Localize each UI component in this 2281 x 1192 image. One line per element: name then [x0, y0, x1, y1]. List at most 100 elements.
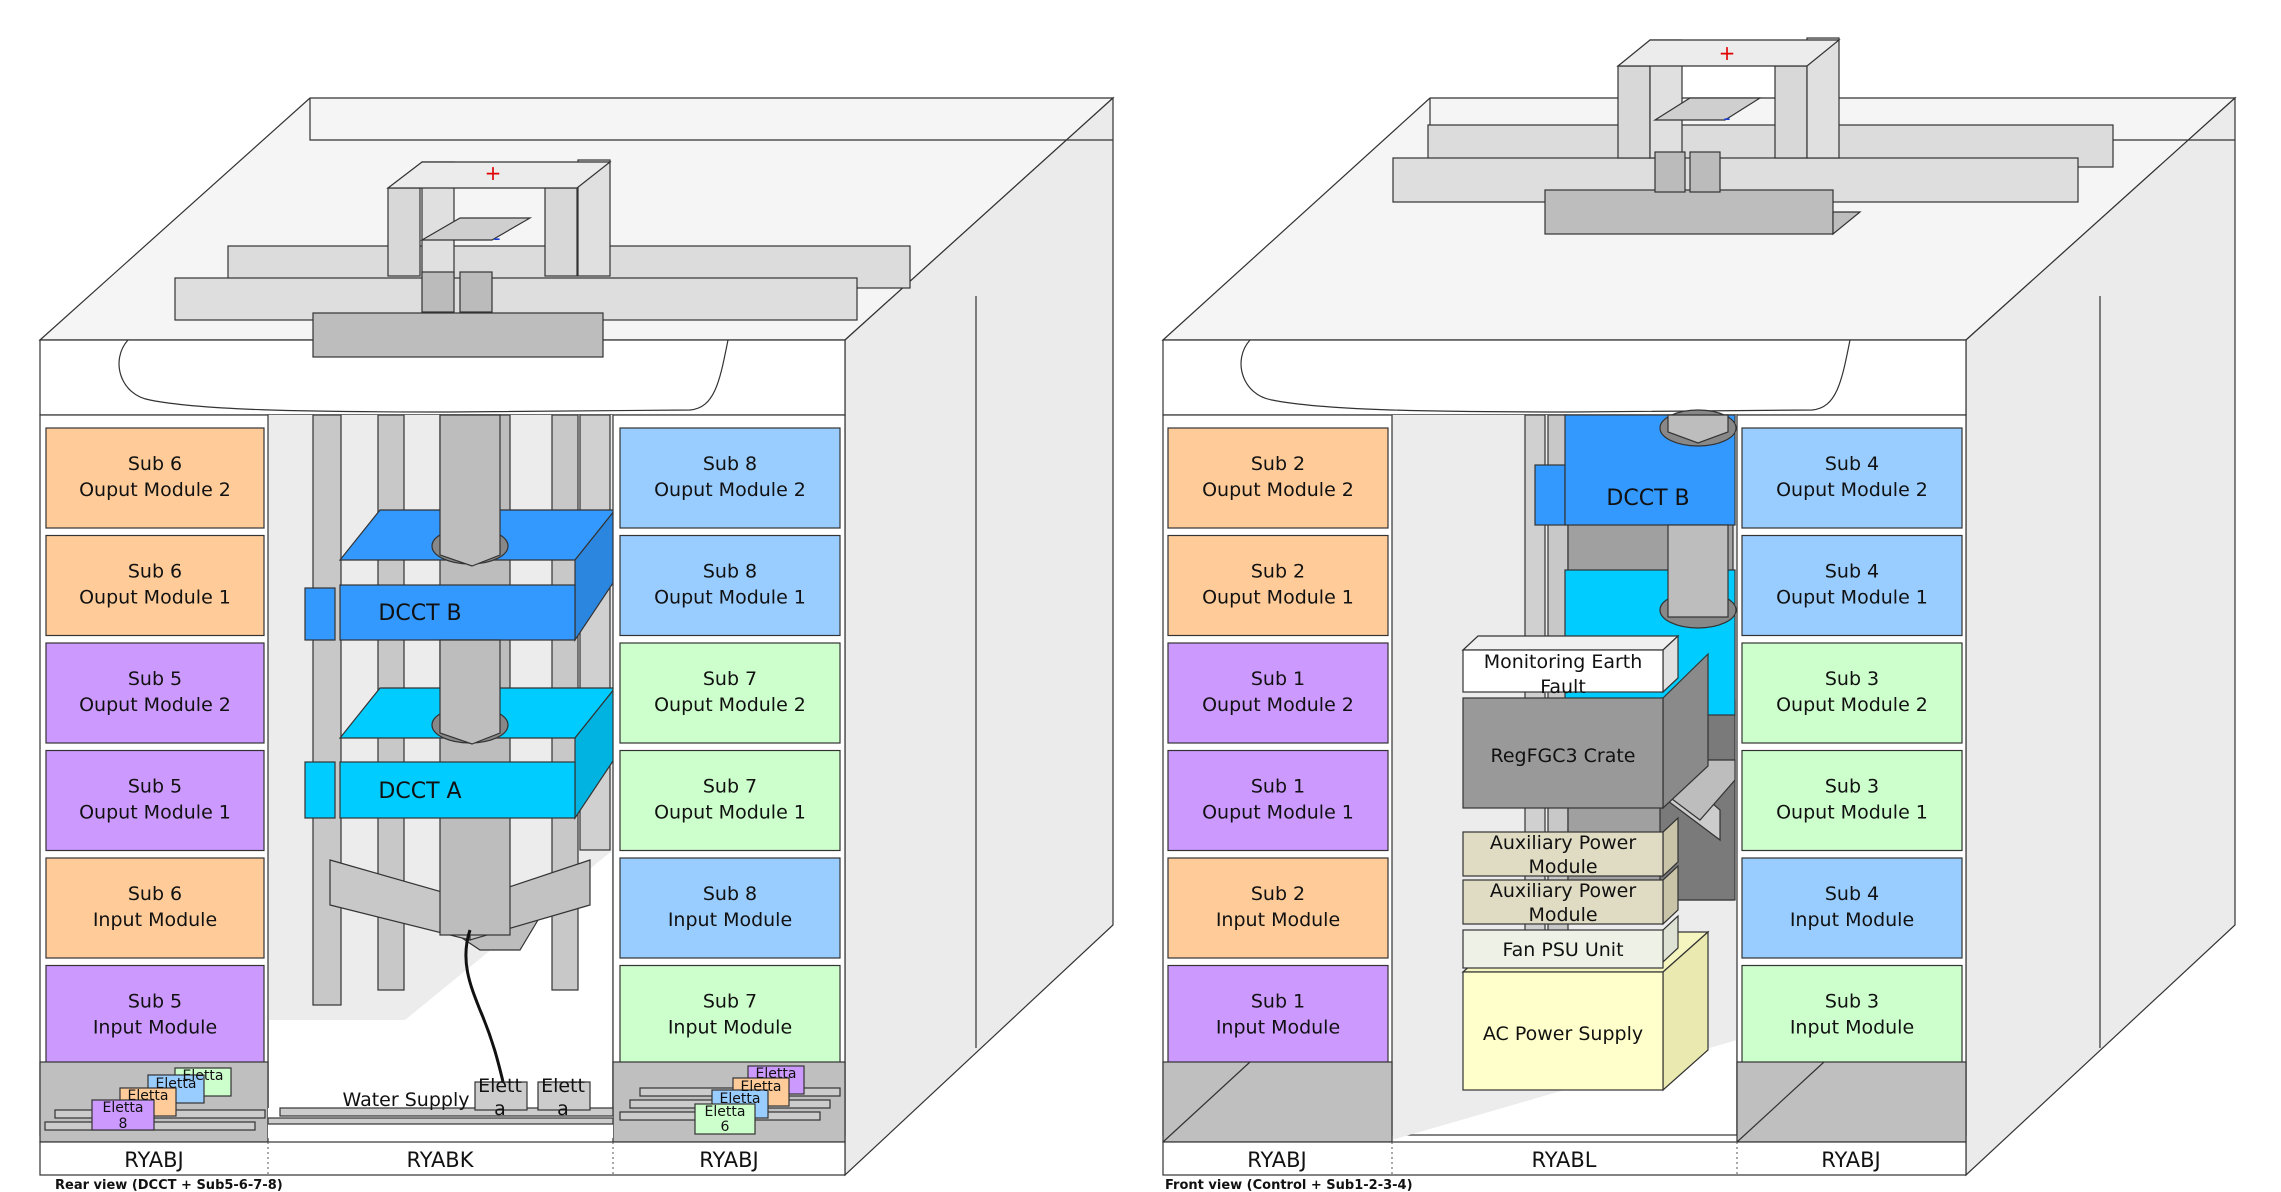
rear-right-module-1	[619, 427, 841, 529]
rear-eletta-right-2: Eletta	[741, 1079, 782, 1095]
rear-rack-label-center: RYABK	[407, 1148, 475, 1172]
rear-left-module-4	[45, 749, 265, 852]
front-right-module-5	[1741, 857, 1963, 959]
front-left-module-3-sub: Sub 1	[1251, 668, 1305, 690]
rear-right-module-6	[619, 964, 841, 1067]
front-fan-psu	[1462, 929, 1664, 969]
front-right-module-6-sub: Sub 3	[1825, 991, 1879, 1013]
rear-eletta-right-3: Eletta	[720, 1091, 761, 1107]
front-right-module-4	[1741, 749, 1963, 852]
rear-eletta-center-1: Elett	[478, 1075, 522, 1097]
rear-left-module-4-name: Ouput Module 1	[79, 802, 231, 824]
front-left-module-1	[1167, 427, 1389, 529]
front-aux-power-1	[1462, 831, 1664, 877]
front-left-module-4	[1167, 749, 1389, 852]
front-right-module-5-sub: Sub 4	[1825, 883, 1879, 905]
front-right-module-6-name: Input Module	[1790, 1017, 1914, 1039]
front-left-module-4-sub: Sub 1	[1251, 776, 1305, 798]
front-right-module-2	[1741, 534, 1963, 637]
front-monitor-line1: Monitoring Earth	[1484, 651, 1643, 673]
front-view: + - DCCT B AC Power Supply	[1161, 37, 2237, 1192]
rear-left-module-5-name: Input Module	[93, 909, 217, 931]
rear-right-module-4-sub: Sub 7	[703, 776, 757, 798]
front-left-module-3	[1167, 642, 1389, 744]
front-right-module-2-sub: Sub 4	[1825, 561, 1879, 583]
rear-eletta-center-2: a	[494, 1098, 506, 1120]
front-aux1-line1: Auxiliary Power	[1490, 832, 1636, 854]
front-left-module-4-name: Ouput Module 1	[1202, 802, 1354, 824]
rear-eletta-right-group: Eletta Eletta Eletta Eletta 6	[694, 1065, 805, 1135]
front-aux1-line2: Module	[1528, 856, 1597, 878]
front-ac-label: AC Power Supply	[1483, 1023, 1643, 1045]
rear-eletta-left-4: Eletta	[103, 1100, 144, 1116]
front-top-panel	[1162, 339, 1967, 416]
rear-left-module-2-sub: Sub 6	[128, 561, 182, 583]
rear-left-module-1-name: Ouput Module 2	[79, 479, 231, 501]
front-right-module-1	[1741, 427, 1963, 529]
front-aux2-line1: Auxiliary Power	[1490, 880, 1636, 902]
rear-left-module-4-sub: Sub 5	[128, 776, 182, 798]
rear-rack-label-left: RYABJ	[124, 1148, 183, 1172]
rear-eletta-left-1: Eletta	[183, 1068, 224, 1084]
rear-right-module-3-name: Ouput Module 2	[654, 694, 806, 716]
front-left-module-1-sub: Sub 2	[1251, 453, 1305, 475]
front-left-module-1-name: Ouput Module 2	[1202, 479, 1354, 501]
rear-eletta-right-4: Eletta	[705, 1104, 746, 1120]
rear-view: + - DCCT B DCCT A	[38, 96, 1115, 1192]
front-left-module-2-sub: Sub 2	[1251, 561, 1305, 583]
rear-left-module-3	[45, 642, 265, 744]
front-right-module-3	[1741, 642, 1963, 744]
rear-left-module-5-sub: Sub 6	[128, 883, 182, 905]
front-rack-label-right: RYABJ	[1821, 1148, 1880, 1172]
front-right-module-1-sub: Sub 4	[1825, 453, 1879, 475]
front-left-module-5-sub: Sub 2	[1251, 883, 1305, 905]
front-dcct-b-label: DCCT B	[1606, 486, 1689, 511]
rear-right-module-6-sub: Sub 7	[703, 991, 757, 1013]
rear-dcct-b: DCCT B	[304, 414, 617, 642]
front-right-module-1-name: Ouput Module 2	[1776, 479, 1928, 501]
front-right-module-4-name: Ouput Module 1	[1776, 802, 1928, 824]
front-left-module-6-name: Input Module	[1216, 1017, 1340, 1039]
front-fan-label: Fan PSU Unit	[1502, 939, 1623, 961]
rear-eletta-left-3: Eletta	[128, 1088, 169, 1104]
rear-left-module-6-sub: Sub 5	[128, 991, 182, 1013]
front-plus-sign: +	[1719, 41, 1736, 65]
rear-right-module-4-name: Ouput Module 1	[654, 802, 806, 824]
rear-right-module-5-sub: Sub 8	[703, 883, 757, 905]
front-rack-label-center: RYABL	[1532, 1148, 1597, 1172]
front-left-module-2-name: Ouput Module 1	[1202, 587, 1354, 609]
rear-dcct-a-label: DCCT A	[378, 779, 461, 804]
front-left-module-5-name: Input Module	[1216, 909, 1340, 931]
rear-right-module-5	[619, 857, 841, 959]
front-right-module-5-name: Input Module	[1790, 909, 1914, 931]
front-right-module-4-sub: Sub 3	[1825, 776, 1879, 798]
rear-eletta-center-3: Elett	[541, 1075, 585, 1097]
front-right-module-3-sub: Sub 3	[1825, 668, 1879, 690]
rear-right-module-1-name: Ouput Module 2	[654, 479, 806, 501]
front-left-module-6-sub: Sub 1	[1251, 991, 1305, 1013]
rear-right-module-3	[619, 642, 841, 744]
rear-left-module-3-name: Ouput Module 2	[79, 694, 231, 716]
front-control-stack: AC Power Supply Fan PSU Unit Auxiliary P…	[1461, 634, 1710, 1092]
rear-water-supply-label: Water Supply	[343, 1089, 470, 1111]
front-aux-power-2	[1462, 879, 1664, 925]
front-dcct-b: DCCT B	[1534, 409, 1737, 526]
rear-right-module-4	[619, 749, 841, 852]
rear-right-module-6-name: Input Module	[668, 1017, 792, 1039]
front-right-module-2-name: Ouput Module 1	[1776, 587, 1928, 609]
front-regfgc3-crate	[1462, 697, 1664, 809]
rear-right-module-2-name: Ouput Module 1	[654, 587, 806, 609]
front-right-module-3-name: Ouput Module 2	[1776, 694, 1928, 716]
rear-left-module-6-name: Input Module	[93, 1017, 217, 1039]
rear-right-module-3-sub: Sub 7	[703, 668, 757, 690]
rear-minus-sign: -	[493, 226, 500, 250]
front-left-module-2	[1167, 534, 1389, 637]
rear-eletta-left-group: Eletta Eletta Eletta Eletta 8	[91, 1067, 232, 1132]
front-right-module-6	[1741, 964, 1963, 1067]
rear-eletta-center-4: a	[557, 1098, 569, 1120]
front-left-module-5	[1167, 857, 1389, 959]
rear-dcct-b-label: DCCT B	[378, 601, 461, 626]
rear-left-module-6	[45, 964, 265, 1067]
